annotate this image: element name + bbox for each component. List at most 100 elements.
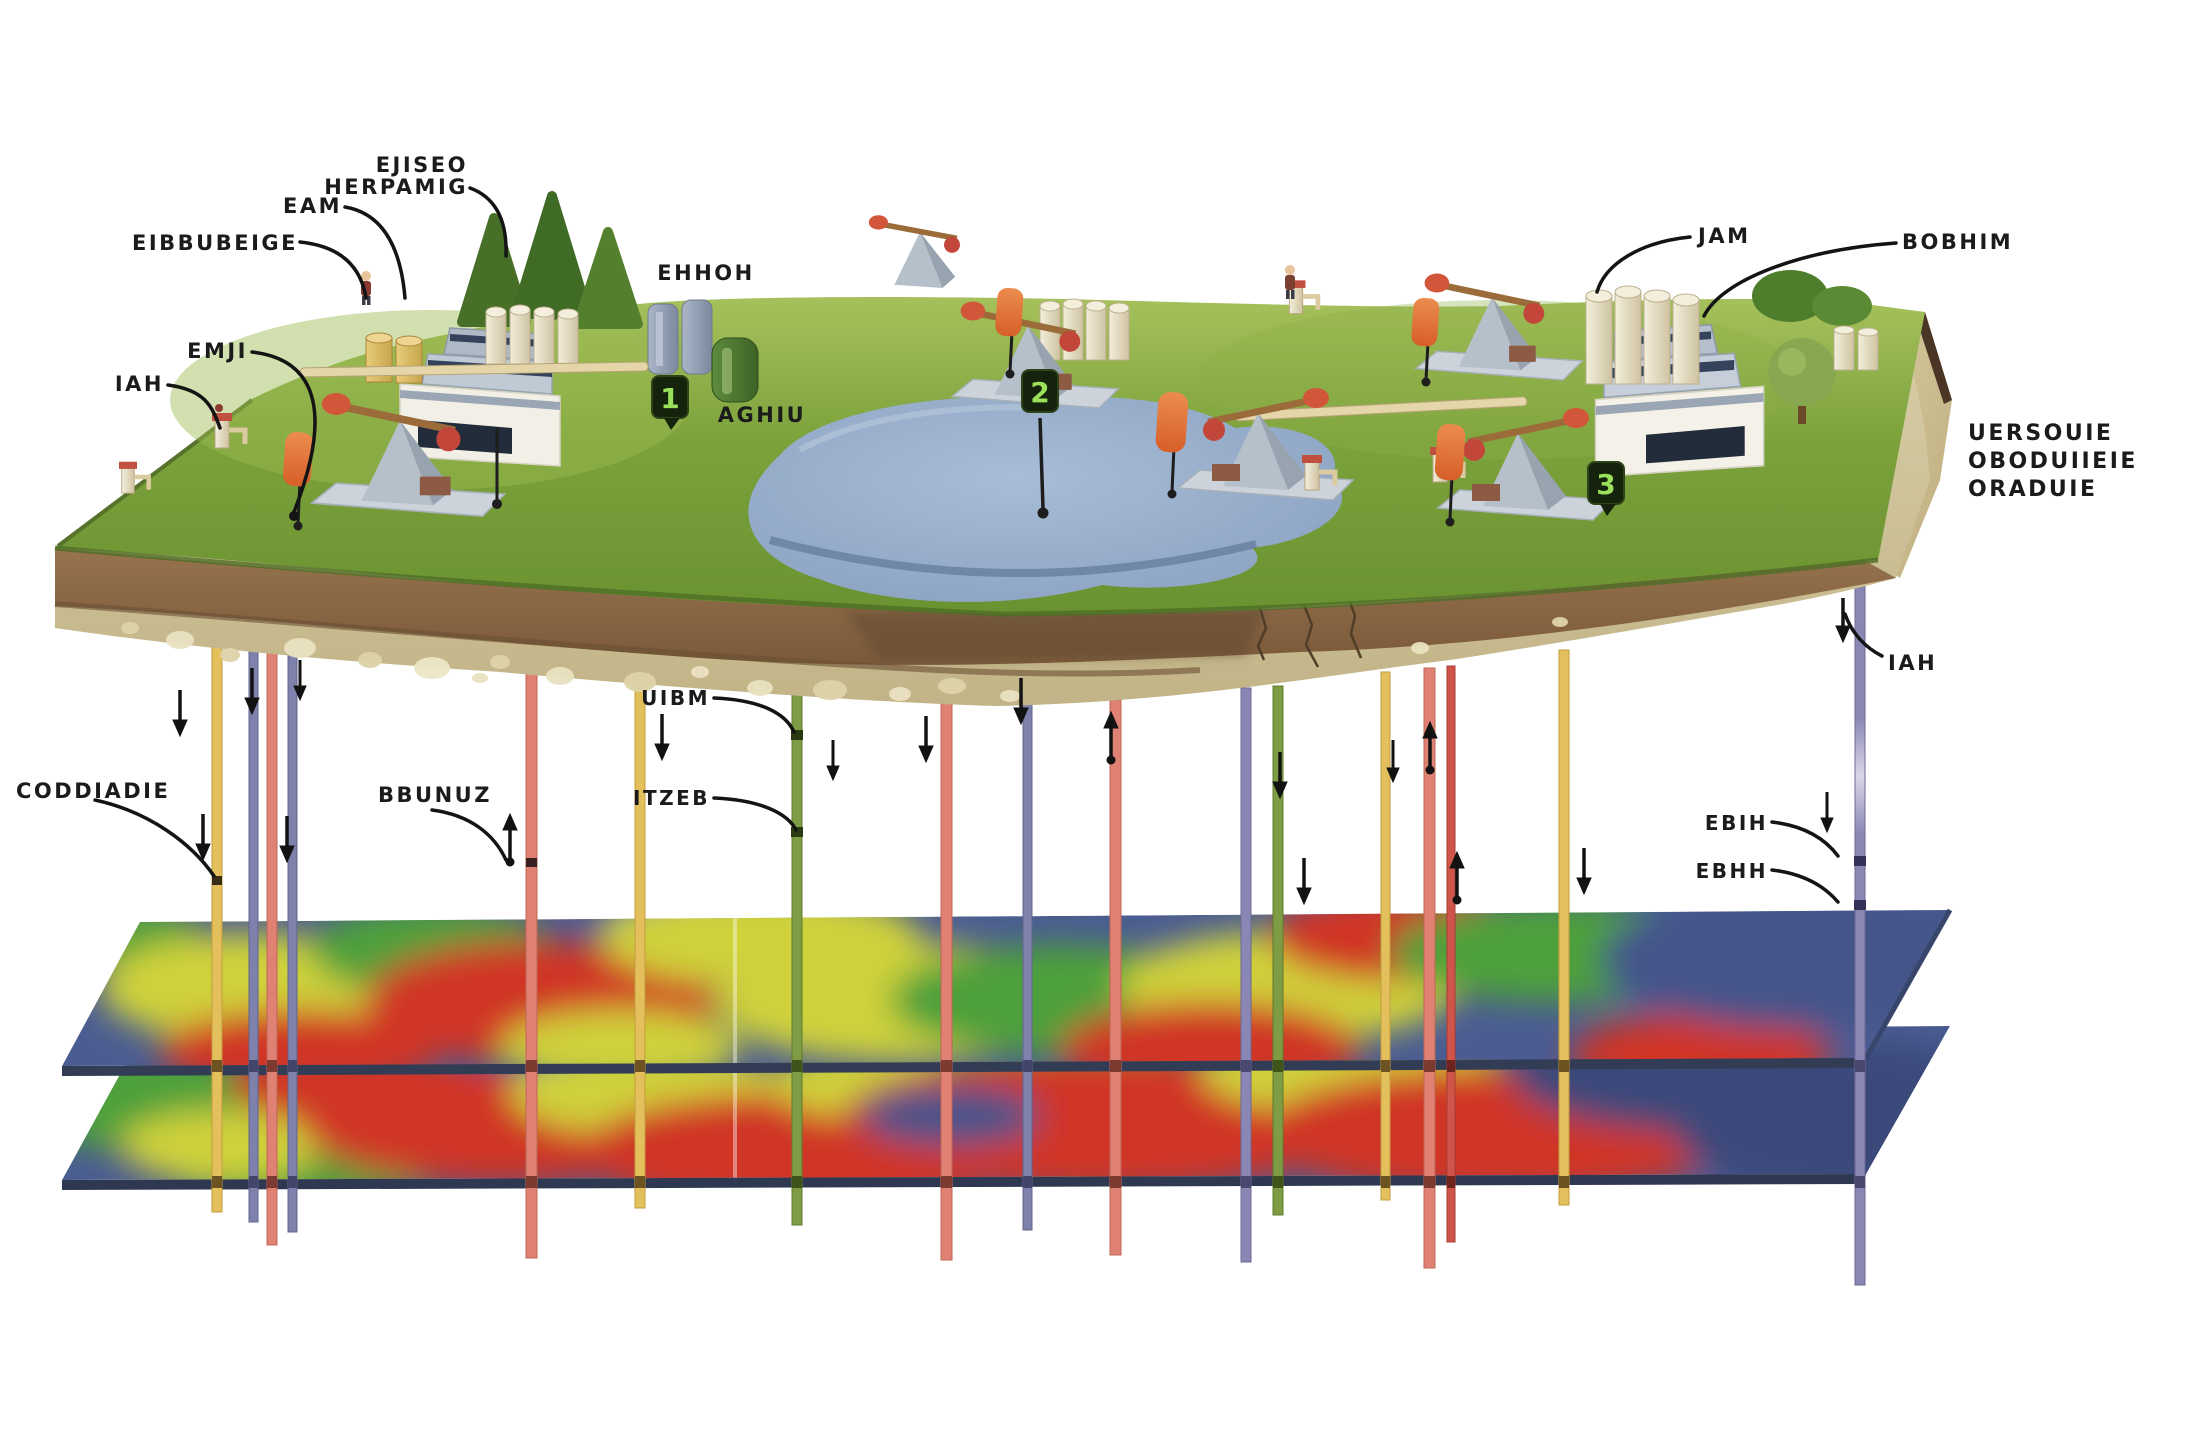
leader-dot [289, 511, 299, 521]
well-red-1 [1446, 665, 1456, 1243]
callout-labels: EIBBUBEIGE EAM EJISEO HERPAMIG EMJI IAH … [16, 153, 2138, 883]
pebbles [121, 617, 1568, 702]
well-yellow-3 [1380, 671, 1391, 1201]
flow-arrow-up [1449, 850, 1465, 905]
well-salmon-4 [1109, 699, 1122, 1256]
flow-arrow-down [1272, 752, 1288, 800]
flow-arrow-down [244, 668, 260, 716]
leader-right-well-lower-mark [1770, 868, 1840, 904]
soil-shadow-under-lake [845, 608, 1265, 660]
marker-flag [995, 287, 1024, 379]
flow-arrow-down [1296, 858, 1312, 906]
badge-number-1: 1 [660, 382, 679, 415]
leader-left-injection-well [93, 798, 216, 878]
leader-right-well-upper-mark [1770, 820, 1840, 858]
well-green-1 [791, 689, 803, 1226]
site-badge-1: 1 [651, 375, 689, 430]
leader-right-plant [1702, 241, 1898, 318]
well-slate-2 [287, 651, 298, 1233]
well-salmon-2 [525, 667, 538, 1259]
label-left-plant-line1: EJISEO [376, 153, 468, 177]
round-tree [1768, 338, 1836, 424]
wellhead-unit [212, 404, 248, 449]
leader-right-well [1843, 612, 1884, 658]
flow-arrow-down [279, 816, 295, 864]
wellhead-unit [119, 461, 151, 494]
flow-arrow-up [1103, 710, 1119, 765]
tank-pair-far-right [1833, 325, 1879, 371]
soil-layer [55, 548, 1896, 665]
flow-arrow-down [172, 690, 188, 738]
layer-seam [733, 1030, 737, 1180]
label-right-tank-battery: JAM [1696, 224, 1750, 248]
flow-arrow-down [195, 814, 211, 862]
flow-arrow-up [1422, 720, 1438, 775]
label-green-well-upper: UIBM [641, 686, 710, 710]
well-purple-1 [1240, 687, 1252, 1263]
label-right-well-upper-mark: EBIH [1705, 811, 1768, 835]
well-yellow-4 [1558, 649, 1570, 1206]
green-storage-tank [711, 337, 759, 403]
survey-pole [492, 428, 502, 509]
well-slate-3 [1022, 701, 1033, 1231]
flow-arrow-up [502, 812, 518, 867]
label-rock-block-line2: OBODUIIEIE [1968, 449, 2138, 474]
leader-left-tank [343, 205, 407, 300]
upper-layer-fold [1863, 908, 1953, 1060]
leader-green-well-upper [712, 696, 796, 734]
flow-arrow-down [826, 740, 840, 782]
leader-right-tank-battery [1595, 235, 1692, 294]
flow-arrow-down [1820, 792, 1834, 834]
leader-pipeline-marker [250, 350, 317, 514]
layer-seam [733, 915, 737, 1066]
flow-arrow-down [1835, 598, 1851, 644]
marker-flag [1434, 424, 1466, 527]
marker-flag [1155, 392, 1189, 499]
gray-tanks [647, 299, 713, 375]
bush-cluster [1752, 270, 1872, 326]
pump-jack [1414, 273, 1584, 381]
pump-jack [868, 215, 960, 288]
label-pipeline-marker: EMJI [187, 339, 248, 363]
grass-front-rim [54, 545, 1879, 617]
reservoir-upper-layer [62, 908, 1953, 1076]
well-yellow-1 [211, 639, 223, 1213]
pump-jack [309, 393, 507, 518]
leader-green-well-lower [712, 796, 798, 832]
label-rock-block-line3: ORADUIE [1968, 477, 2098, 502]
label-green-well-lower: ITZEB [633, 786, 710, 810]
worker-figure [1285, 265, 1295, 299]
label-mid-production-well: BBUNUZ [378, 783, 492, 807]
lower-layer-edge [62, 1174, 1866, 1190]
flow-arrow-down [1013, 678, 1029, 726]
wellhead-unit [1302, 455, 1338, 491]
flow-arrow-down [1576, 848, 1592, 896]
label-left-tank: EAM [283, 194, 342, 218]
leader-lines [93, 186, 1898, 904]
label-right-plant: BOBHIM [1902, 230, 2013, 254]
label-left-facility: EIBBUBEIGE [132, 231, 298, 255]
label-left-wellhead: IAH [115, 372, 164, 396]
soil-striation [54, 601, 1201, 677]
well-salmon-3 [940, 699, 953, 1261]
leader-left-wellhead [166, 383, 222, 430]
label-right-well: IAH [1888, 651, 1937, 675]
label-tank-group: EHHOH [657, 261, 754, 285]
flow-arrow-down [654, 714, 670, 762]
flow-arrow-down [918, 716, 934, 764]
flow-arrows [172, 598, 1851, 906]
leader-mid-production-well [430, 808, 508, 862]
marker-flag [1411, 297, 1440, 387]
well-salmon-5 [1423, 667, 1436, 1269]
well-yellow-2 [634, 677, 646, 1209]
site-badge-3: 3 [1587, 461, 1625, 516]
upper-layer-edge [62, 1058, 1866, 1076]
label-green-tank: AGHIU [718, 403, 806, 427]
vegetation [457, 191, 1872, 424]
label-right-well-lower-mark: EBHH [1696, 859, 1768, 883]
block-right-edge [1916, 312, 1952, 404]
tank-battery-right [1585, 285, 1700, 385]
well-green-2 [1272, 685, 1284, 1216]
